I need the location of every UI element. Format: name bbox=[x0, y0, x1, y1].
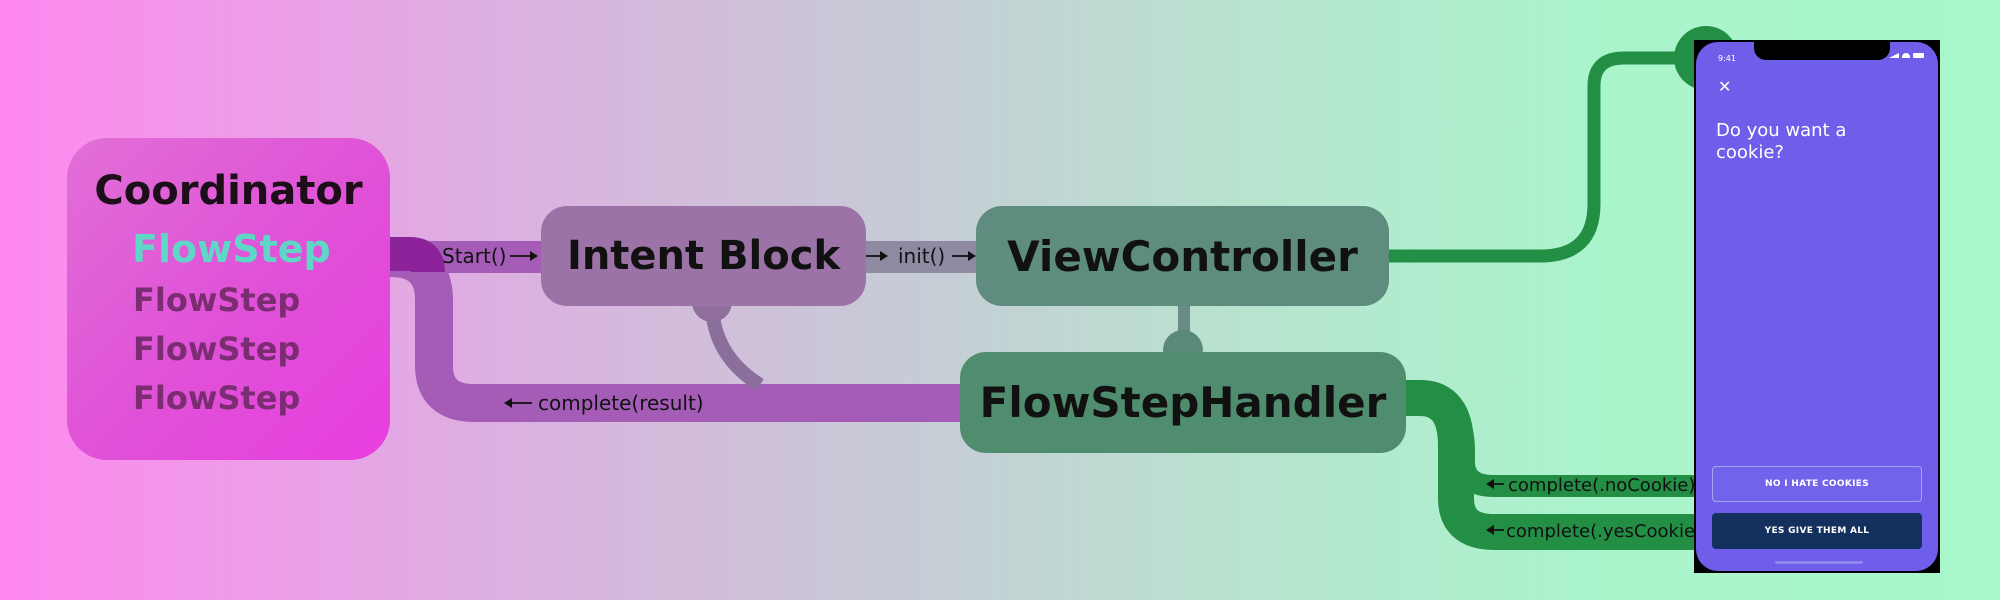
signal-icon bbox=[1889, 53, 1899, 58]
phone-notch bbox=[1754, 42, 1890, 60]
coordinator-block: Coordinator FlowStep FlowStep FlowStep F… bbox=[67, 138, 390, 460]
no-cookie-arrowhead-icon bbox=[1486, 479, 1494, 489]
vc-phone-connector bbox=[1388, 51, 1700, 263]
complete-result-arrowhead-icon bbox=[504, 398, 512, 408]
flow-step: FlowStep bbox=[133, 379, 301, 417]
coordinator-title: Coordinator bbox=[94, 168, 363, 214]
phone-screen: 9:41 ✕ Do you want a cookie? NO I HATE C… bbox=[1696, 42, 1938, 571]
phone-mockup: 9:41 ✕ Do you want a cookie? NO I HATE C… bbox=[1694, 40, 1940, 573]
complete-no-cookie-label: complete(.noCookie) bbox=[1508, 475, 1695, 496]
flow-step: FlowStep bbox=[133, 330, 301, 368]
home-indicator bbox=[1775, 561, 1863, 564]
view-controller-block: ViewController bbox=[976, 206, 1389, 306]
status-icons bbox=[1889, 53, 1924, 58]
init-call-label: init() bbox=[898, 244, 945, 268]
battery-icon bbox=[1913, 53, 1924, 58]
flow-step: FlowStep bbox=[133, 281, 301, 319]
intent-block: Intent Block bbox=[541, 206, 866, 306]
complete-yes-cookie-label: complete(.yesCookie) bbox=[1506, 521, 1702, 542]
wifi-icon bbox=[1902, 53, 1910, 58]
coordinator-stub bbox=[390, 237, 445, 274]
close-icon[interactable]: ✕ bbox=[1718, 77, 1732, 96]
init-left-arrowhead-icon bbox=[880, 251, 888, 261]
yes-cookie-connector bbox=[1404, 380, 1700, 550]
start-arrowhead-icon bbox=[530, 251, 538, 261]
status-time: 9:41 bbox=[1718, 54, 1736, 63]
cookie-question: Do you want a cookie? bbox=[1716, 120, 1847, 163]
init-arrowhead-icon bbox=[968, 251, 976, 261]
yes-cookies-button[interactable]: YES GIVE THEM ALL bbox=[1712, 513, 1922, 549]
complete-result-label: complete(result) bbox=[538, 391, 704, 415]
flow-step-active: FlowStep bbox=[132, 227, 331, 271]
start-call-label: Start() bbox=[442, 244, 506, 268]
yes-cookie-arrowhead-icon bbox=[1486, 525, 1494, 535]
flow-step-handler-block: FlowStepHandler bbox=[960, 352, 1406, 453]
no-cookies-button[interactable]: NO I HATE COOKIES bbox=[1712, 466, 1922, 502]
